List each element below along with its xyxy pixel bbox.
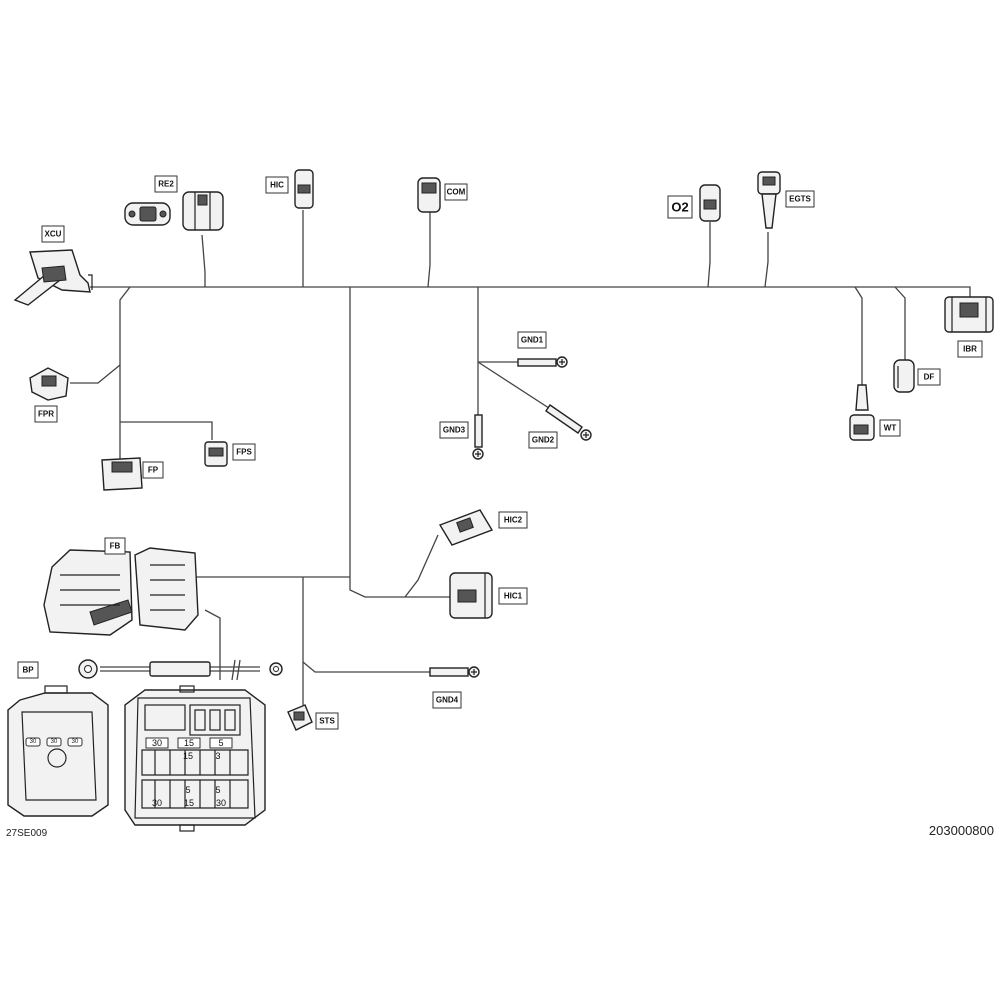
- fuse-box-body[interactable]: [124, 685, 266, 832]
- com-label-text: COM: [447, 188, 466, 197]
- df-label-text: DF: [924, 373, 935, 382]
- gnd1-label: GND1: [517, 331, 547, 349]
- gnd2-label: GND2: [528, 431, 558, 449]
- wt-label-text: WT: [884, 424, 897, 433]
- hic1-connector[interactable]: [449, 572, 493, 619]
- gnd3-terminal[interactable]: [472, 414, 484, 460]
- cover-marks: 30 30 30: [25, 737, 83, 747]
- fuse-box-ratings: 30 15 5 15 3 5 5 30 15 30: [145, 737, 233, 808]
- re2-connector-b[interactable]: [182, 191, 224, 231]
- fuse-rating-r2-2: 3: [215, 751, 220, 761]
- hic-label-text: HIC: [270, 181, 284, 190]
- fuse-rating-r3-2: 5: [215, 785, 220, 795]
- fuse-rating-r4-3: 30: [216, 798, 226, 808]
- illustration-reference: 27SE009: [6, 828, 48, 839]
- fb-label: FB: [104, 537, 126, 555]
- hic1-label-text: HIC1: [504, 592, 523, 601]
- gnd4-label-text: GND4: [436, 696, 459, 705]
- re2-label: RE2: [154, 175, 178, 193]
- egts-label-text: EGTS: [789, 195, 811, 204]
- gnd2-label-text: GND2: [532, 436, 555, 445]
- harness-wires: [70, 210, 971, 705]
- cover-mark-2: 30: [51, 739, 58, 745]
- sts-label: STS: [315, 712, 339, 730]
- bp-label-text: BP: [22, 666, 34, 675]
- fps-label-text: FPS: [236, 448, 252, 457]
- egts-sensor[interactable]: [757, 171, 781, 229]
- ibr-label-text: IBR: [963, 345, 977, 354]
- sts-label-text: STS: [319, 717, 335, 726]
- fp-label: FP: [142, 461, 164, 479]
- o2-label: O2: [667, 195, 693, 219]
- o2-label-text: O2: [671, 200, 688, 215]
- fp-connector[interactable]: [101, 457, 143, 491]
- fuse-rating-r1-2: 15: [184, 738, 194, 748]
- gnd1-label-text: GND1: [521, 336, 544, 345]
- xcu-label-text: XCU: [45, 230, 62, 239]
- fb-label-text: FB: [110, 542, 121, 551]
- bp-label: BP: [17, 661, 39, 679]
- fpr-connector[interactable]: [29, 367, 69, 401]
- gnd1-terminal[interactable]: [517, 356, 568, 368]
- o2-connector[interactable]: [699, 184, 721, 222]
- bp-cable[interactable]: [78, 659, 283, 679]
- hic1-label: HIC1: [498, 587, 528, 605]
- wt-sensor[interactable]: [849, 384, 875, 441]
- ibr-connector[interactable]: [944, 296, 994, 333]
- cover-mark-3: 30: [72, 739, 79, 745]
- fuse-rating-r3-1: 5: [185, 785, 190, 795]
- fuse-rating-r4-1: 30: [152, 798, 162, 808]
- re2-connector-a[interactable]: [124, 202, 171, 226]
- gnd3-label: GND3: [439, 421, 469, 439]
- fuse-box-cover[interactable]: [7, 685, 109, 817]
- sts-connector[interactable]: [287, 704, 313, 731]
- re2-label-text: RE2: [158, 180, 174, 189]
- hic2-connector[interactable]: [438, 509, 494, 546]
- wt-label: WT: [879, 419, 901, 437]
- fuse-rating-r4-2: 15: [184, 798, 194, 808]
- fps-label: FPS: [232, 443, 256, 461]
- df-label: DF: [917, 368, 941, 386]
- fp-label-text: FP: [148, 466, 159, 475]
- gnd4-label: GND4: [432, 691, 462, 709]
- egts-label: EGTS: [785, 190, 815, 208]
- xcu-label: XCU: [41, 225, 65, 243]
- hic2-label-text: HIC2: [504, 516, 523, 525]
- gnd4-terminal[interactable]: [429, 666, 480, 678]
- df-connector[interactable]: [893, 359, 915, 393]
- hic-connector[interactable]: [294, 169, 314, 209]
- fps-connector[interactable]: [204, 441, 228, 467]
- xcu-connector[interactable]: [13, 249, 93, 306]
- part-number-reference: 203000800: [929, 823, 994, 838]
- fuse-rating-r2-1: 15: [183, 751, 193, 761]
- ibr-label: IBR: [957, 340, 983, 358]
- gnd2-terminal[interactable]: [545, 404, 592, 441]
- com-label: COM: [444, 183, 468, 201]
- fpr-label: FPR: [34, 405, 58, 423]
- cover-mark-1: 30: [30, 739, 37, 745]
- gnd3-label-text: GND3: [443, 426, 466, 435]
- com-connector[interactable]: [417, 177, 441, 213]
- fuse-rating-r1-1: 30: [152, 738, 162, 748]
- fuse-rating-r1-3: 5: [218, 738, 223, 748]
- fpr-label-text: FPR: [38, 410, 54, 419]
- hic-label: HIC: [265, 176, 289, 194]
- hic2-label: HIC2: [498, 511, 528, 529]
- fb-fuse-housing[interactable]: [43, 547, 199, 636]
